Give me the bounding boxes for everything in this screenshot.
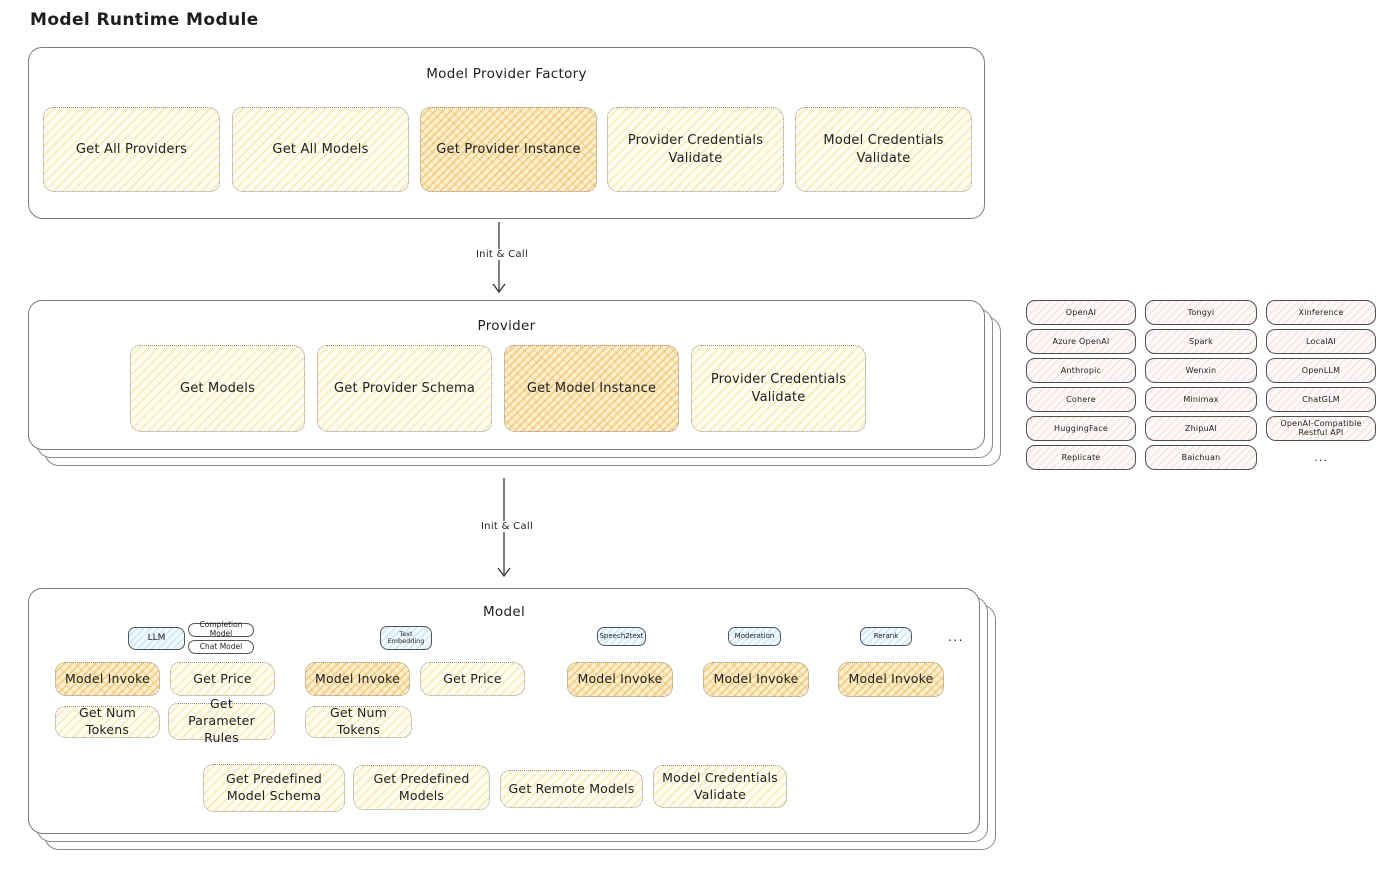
provider-item-wenxin: Wenxin <box>1145 358 1257 383</box>
node-get-models: Get Models <box>130 345 305 432</box>
provider-item-minimax: Minimax <box>1145 387 1257 412</box>
node-get-remote-models: Get Remote Models <box>500 770 643 808</box>
node-speech2text-model-invoke: Model Invoke <box>567 662 673 697</box>
page-title: Model Runtime Module <box>30 10 259 30</box>
factory-title: Model Provider Factory <box>426 66 587 82</box>
node-get-provider-instance: Get Provider Instance <box>420 107 597 192</box>
provider-item-spark: Spark <box>1145 329 1257 354</box>
init-call-label-2: Init & Call <box>467 521 547 532</box>
provider-list-ellipsis: ... <box>1314 450 1328 464</box>
node-embedding-get-price: Get Price <box>420 662 525 696</box>
node-model-credentials-validate-2: Model Credentials Validate <box>653 765 787 808</box>
node-get-model-instance: Get Model Instance <box>504 345 679 432</box>
tag-completion-model: Completion Model <box>188 621 254 638</box>
provider-item-xinference: Xinference <box>1266 300 1376 325</box>
node-llm-get-num-tokens: Get Num Tokens <box>55 705 160 738</box>
provider-item-tongyi: Tongyi <box>1145 300 1257 325</box>
tag-speech2text: Speech2text <box>597 627 646 646</box>
provider-item-anthropic: Anthropic <box>1026 358 1136 383</box>
provider-title: Provider <box>477 318 536 334</box>
tag-moderation: Moderation <box>728 627 781 646</box>
node-embedding-model-invoke: Model Invoke <box>305 662 410 696</box>
provider-item-localai: LocalAI <box>1266 329 1376 354</box>
model-title: Model <box>482 604 526 620</box>
provider-item-chatglm: ChatGLM <box>1266 387 1376 412</box>
provider-list: OpenAI Tongyi Xinference Azure OpenAI Sp… <box>1026 300 1376 470</box>
node-embedding-get-num-tokens: Get Num Tokens <box>305 705 412 738</box>
provider-item-cohere: Cohere <box>1026 387 1136 412</box>
node-provider-credentials-validate-2: Provider Credentials Validate <box>691 345 866 432</box>
tag-text-embedding: Text Embedding <box>380 626 432 650</box>
provider-item-azure-openai: Azure OpenAI <box>1026 329 1136 354</box>
node-llm-get-parameter-rules: Get Parameter Rules <box>168 696 275 745</box>
provider-item-openai: OpenAI <box>1026 300 1136 325</box>
node-model-credentials-validate: Model Credentials Validate <box>795 107 972 192</box>
provider-item-replicate: Replicate <box>1026 445 1136 470</box>
tag-rerank: Rerank <box>860 627 912 646</box>
node-rerank-model-invoke: Model Invoke <box>838 662 944 697</box>
node-get-all-providers: Get All Providers <box>43 107 220 192</box>
provider-item-openllm: OpenLLM <box>1266 358 1376 383</box>
tag-chat-model: Chat Model <box>188 640 254 654</box>
node-llm-get-price: Get Price <box>170 662 275 696</box>
provider-item-openai-compatible: OpenAI-Compatible Restful API <box>1266 416 1376 441</box>
node-llm-model-invoke: Model Invoke <box>55 662 160 696</box>
node-get-predefined-models: Get Predefined Models <box>353 765 490 810</box>
node-get-all-models: Get All Models <box>232 107 409 192</box>
init-call-arrow-1 <box>492 222 506 294</box>
init-call-label-1: Init & Call <box>462 249 542 260</box>
node-get-predefined-model-schema: Get Predefined Model Schema <box>203 764 345 812</box>
tag-llm: LLM <box>128 627 185 650</box>
node-provider-credentials-validate: Provider Credentials Validate <box>607 107 784 192</box>
node-get-provider-schema: Get Provider Schema <box>317 345 492 432</box>
provider-item-zhipuai: ZhipuAI <box>1145 416 1257 441</box>
node-moderation-model-invoke: Model Invoke <box>703 662 809 697</box>
provider-item-baichuan: Baichuan <box>1145 445 1257 470</box>
model-tags-ellipsis: ... <box>948 630 964 644</box>
provider-item-huggingface: HuggingFace <box>1026 416 1136 441</box>
